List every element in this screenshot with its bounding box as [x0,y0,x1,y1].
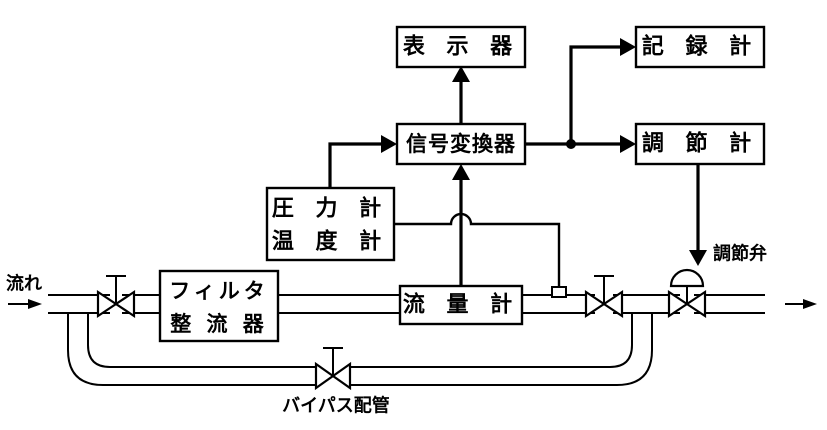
pressure-gauge-label: 圧 力 計 [272,196,388,222]
recorder-box [634,25,766,69]
temperature-gauge-label: 温 度 計 [272,229,388,255]
signal-lines [8,38,817,309]
controller-label: 調 節 計 [642,131,758,157]
controller-box [634,122,766,166]
flow-in-label: 流れ [6,273,42,295]
recorder-label: 記 録 計 [642,34,758,60]
control-valve-label: 調節弁 [713,243,767,265]
outlet-valve-icon[interactable] [584,275,624,319]
display-label: 表 示 器 [403,35,519,60]
flowmeter-box [398,284,524,326]
display-box [395,25,527,69]
pressure-tap [551,286,567,298]
bypass-label: バイパス配管 [282,395,390,417]
bypass-pipe [67,313,653,386]
flowmeter-label: 流 量 計 [403,292,519,318]
filter-label: フィルタ [169,279,269,303]
bypass-valve-icon[interactable] [314,347,352,391]
control-valve-icon[interactable] [667,268,707,319]
flow-straightener-label: 整 流 器 [170,312,268,336]
converter-label: 信号変換器 [406,132,516,156]
filter-box [158,269,280,343]
inlet-valve-icon[interactable] [96,275,136,319]
